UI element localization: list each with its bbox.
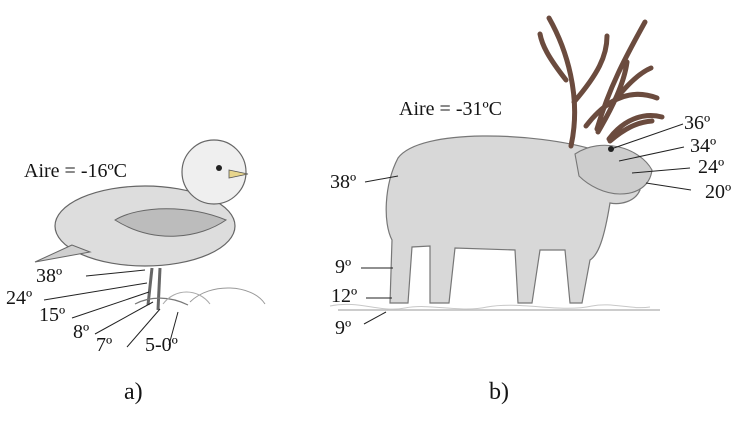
ground-texture bbox=[330, 304, 650, 309]
gull-temp-15: 15º bbox=[39, 305, 65, 325]
reindeer-temp-36: 36º bbox=[684, 113, 710, 133]
reindeer-air-temperature: Aire = -31ºC bbox=[399, 99, 502, 119]
reindeer-caption: b) bbox=[489, 380, 509, 404]
reindeer-temp-9-upper: 9º bbox=[335, 257, 351, 277]
reindeer-leader-9-ground bbox=[364, 312, 386, 324]
reindeer-temp-12-hoof: 12º bbox=[331, 286, 357, 306]
reindeer-illustration bbox=[330, 18, 691, 324]
gull-leader-38 bbox=[86, 270, 145, 276]
reindeer-temp-34: 34º bbox=[690, 136, 716, 156]
gull-temp-7: 7º bbox=[96, 335, 112, 355]
reindeer-temp-20: 20º bbox=[705, 182, 731, 202]
reindeer-temp-24: 24º bbox=[698, 157, 724, 177]
gull-leg-right bbox=[158, 268, 160, 310]
gull-rock-2 bbox=[163, 292, 210, 304]
gull-feet bbox=[135, 298, 188, 305]
gull-caption: a) bbox=[124, 380, 143, 404]
reindeer-temp-9-ground: 9º bbox=[335, 318, 351, 338]
gull-temp-5-0: 5-0º bbox=[145, 335, 178, 355]
gull-eye bbox=[216, 165, 222, 171]
gull-temp-24: 24º bbox=[6, 288, 32, 308]
reindeer-antlers bbox=[540, 18, 662, 146]
gull-air-temperature: Aire = -16ºC bbox=[24, 161, 127, 181]
reindeer-temp-38-back: 38º bbox=[330, 172, 356, 192]
gull-leader-15 bbox=[72, 292, 149, 318]
reindeer-leader-20 bbox=[646, 183, 691, 190]
gull-temp-8: 8º bbox=[73, 322, 89, 342]
gull-temp-38: 38º bbox=[36, 266, 62, 286]
